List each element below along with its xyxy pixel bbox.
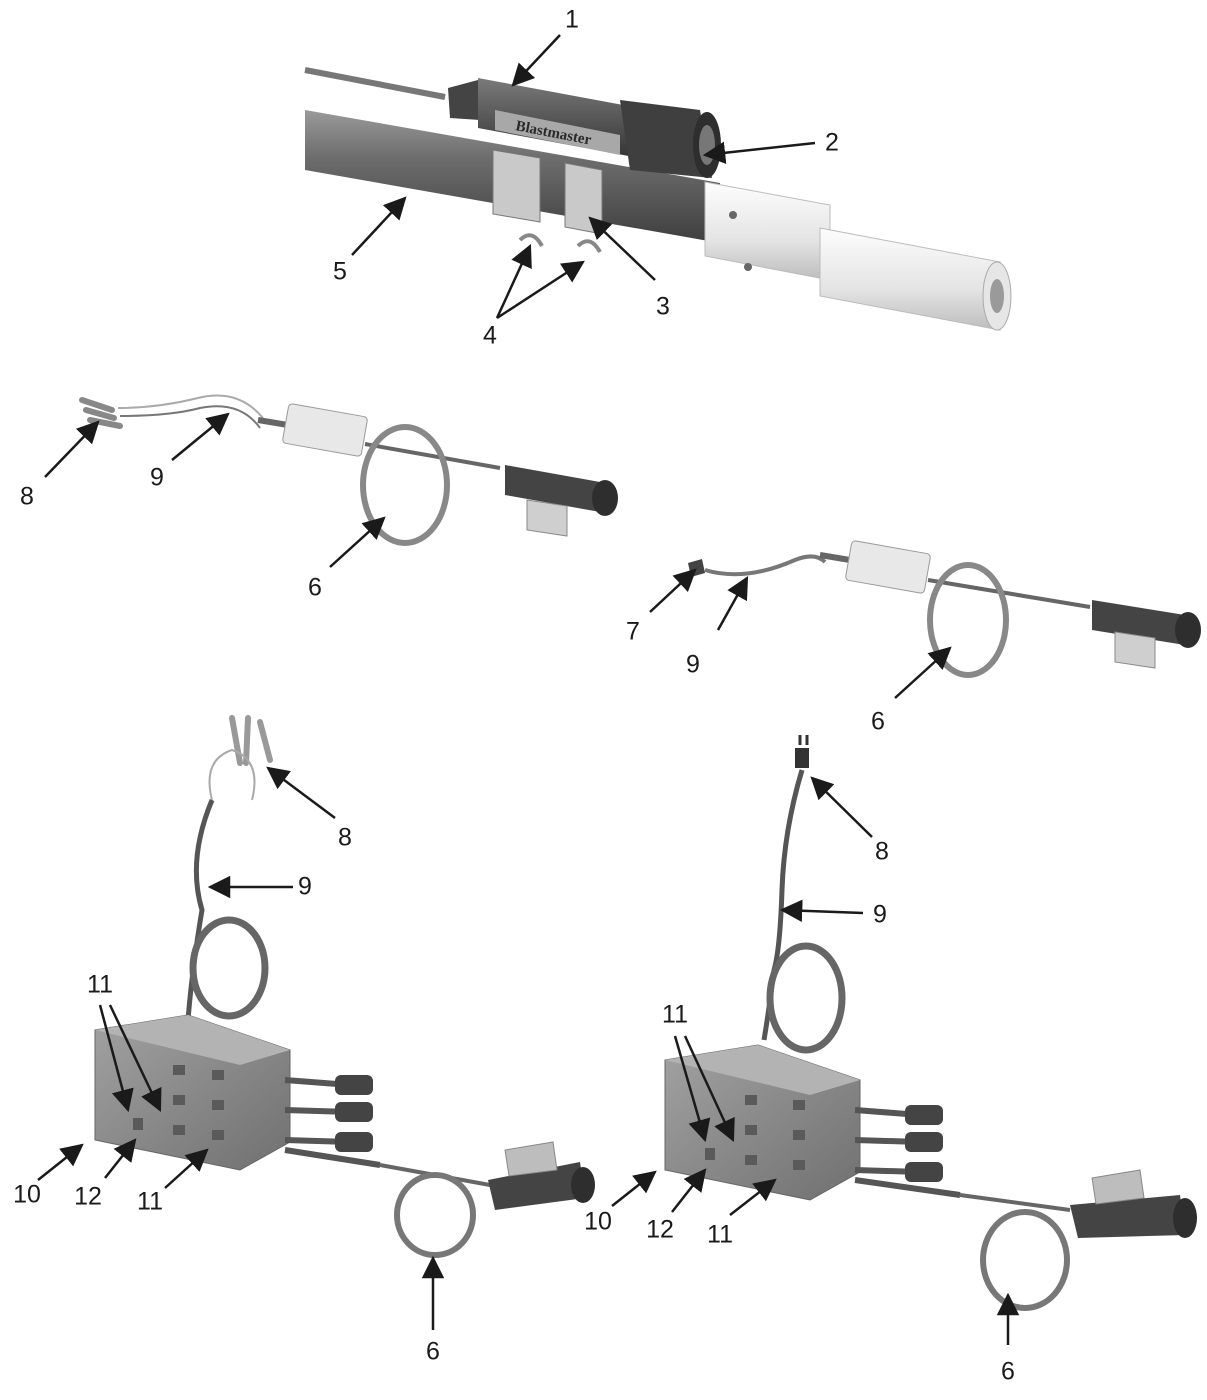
callout-8-mid-left: 8 (20, 482, 34, 511)
multi-controller-clip (37, 715, 595, 1330)
clamp-band-left (492, 149, 541, 223)
coiled-cable-6 (980, 1209, 1070, 1311)
sensor-gland (448, 80, 480, 120)
sensor-assembly-clip-leads (44, 394, 618, 568)
sensor-cap (620, 100, 712, 178)
callout-8-bottom-right: 8 (875, 837, 889, 866)
power-supply-box (282, 403, 368, 457)
callout-6-mid-right: 6 (871, 707, 885, 736)
callout-6-mid-left: 6 (308, 573, 322, 602)
callout-9-mid-right: 9 (686, 650, 700, 679)
callout-11a-bottom-left: 11 (87, 970, 113, 999)
callout-2: 2 (825, 128, 839, 157)
callout-7-mid-right: 7 (626, 617, 640, 646)
nozzle-tip (819, 227, 1001, 331)
coiled-cable-2 (927, 562, 1009, 678)
white-nozzle (704, 181, 831, 281)
coiled-cable-5 (766, 942, 846, 1054)
sensor-rod (304, 67, 446, 100)
callout-11a-bottom-right: 11 (662, 1000, 688, 1029)
callout-3: 3 (656, 292, 670, 321)
callout-10-bottom-right: 10 (584, 1207, 612, 1236)
callout-9-bottom-left: 9 (298, 872, 312, 901)
top-assembly: Blastmaster (304, 34, 1012, 331)
coiled-cable (360, 424, 450, 546)
coiled-cable-3 (189, 916, 269, 1020)
coiled-cable-4 (394, 1172, 476, 1258)
callout-12-bottom-left: 12 (74, 1182, 102, 1211)
callout-6-bottom-left: 6 (426, 1337, 440, 1366)
callout-9-mid-left: 9 (150, 463, 164, 492)
callout-1: 1 (565, 5, 579, 34)
callout-9-bottom-right: 9 (873, 900, 887, 929)
callout-4: 4 (483, 321, 497, 350)
callout-5: 5 (333, 257, 347, 286)
callout-10-bottom-left: 10 (13, 1180, 41, 1209)
callout-11b-bottom-right: 11 (707, 1220, 733, 1249)
sensor-assembly-plug (649, 540, 1201, 699)
power-supply-box-2 (845, 540, 931, 594)
multi-controller-plug (611, 735, 1197, 1345)
callout-11b-bottom-left: 11 (137, 1187, 163, 1216)
callout-6-bottom-right: 6 (1001, 1357, 1015, 1386)
callout-12-bottom-right: 12 (646, 1215, 674, 1244)
callout-8-bottom-left: 8 (338, 823, 352, 852)
